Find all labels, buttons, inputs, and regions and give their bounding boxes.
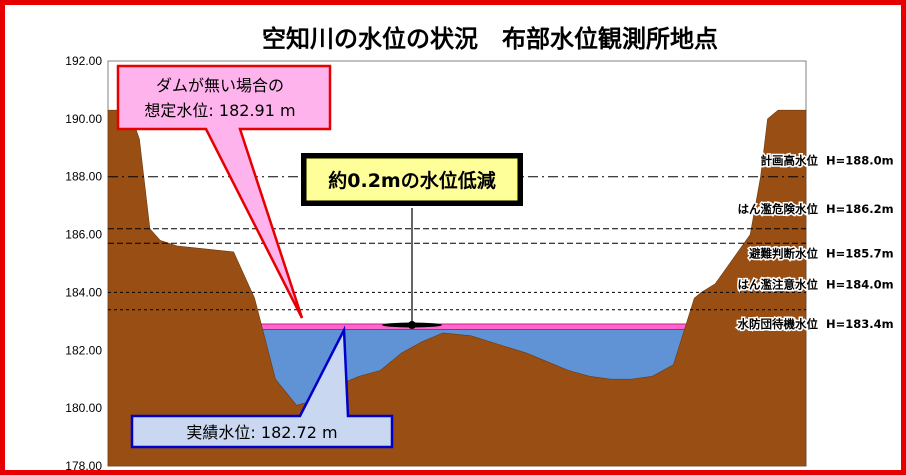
reference-label-1: はん濫危険水位 H=186.2m [736, 200, 895, 217]
y-tick-label: 188.00 [65, 170, 102, 184]
y-axis: 178.00 180.00 182.00 184.00 186.00 188.00 190.… [65, 54, 102, 473]
chart-title: 空知川の水位の状況 布部水位観測所地点 [262, 25, 718, 53]
reduction-box-text: 約0.2mの水位低減 [328, 169, 495, 192]
reference-label-value: H=183.4m [826, 317, 894, 331]
no-dam-water-band [247, 323, 699, 330]
actual-callout-shape [130, 325, 394, 449]
reduction-marker-dot [408, 321, 416, 329]
reference-label-0: 計画高水位 H=188.0m [759, 152, 895, 169]
reference-label-name: はん濫危険水位 [738, 202, 819, 216]
reference-label-name: 避難判断水位 [749, 246, 818, 260]
no-dam-callout-line1: ダムが無い場合の [156, 76, 284, 95]
no-dam-callout-shape [116, 64, 332, 319]
y-tick-label: 184.00 [65, 285, 102, 299]
reference-label-name: はん濫注意水位 [738, 277, 819, 291]
reference-label-name: 水防団待機水位 [738, 317, 819, 331]
y-tick-label: 192.00 [65, 54, 102, 68]
no-dam-callout-line2: 想定水位: 182.91 m [144, 101, 295, 120]
y-tick-label: 190.00 [65, 112, 102, 126]
reduction-box-inner [306, 158, 518, 201]
y-tick-label: 178.00 [65, 459, 102, 473]
reference-level-labels: 計画高水位 H=188.0m はん濫危険水位 H=186.2m 避難判断水位 H=185.… [736, 152, 896, 332]
reference-label-value: H=188.0m [826, 154, 894, 168]
reference-label-value: H=185.7m [826, 246, 894, 260]
y-tick-label: 182.00 [65, 343, 102, 357]
reference-label-value: H=186.2m [826, 202, 894, 216]
y-tick-label: 186.00 [65, 228, 102, 242]
actual-callout-text: 実績水位: 182.72 m [186, 423, 337, 442]
reference-label-value: H=184.0m [826, 277, 894, 291]
reference-label-2: 避難判断水位 H=185.7m [748, 245, 896, 262]
reference-label-3: はん濫注意水位 H=184.0m [736, 276, 895, 293]
reference-label-name: 計画高水位 [761, 154, 819, 168]
y-tick-label: 180.00 [65, 401, 102, 415]
reference-label-4: 水防団待機水位 H=183.4m [736, 315, 895, 332]
